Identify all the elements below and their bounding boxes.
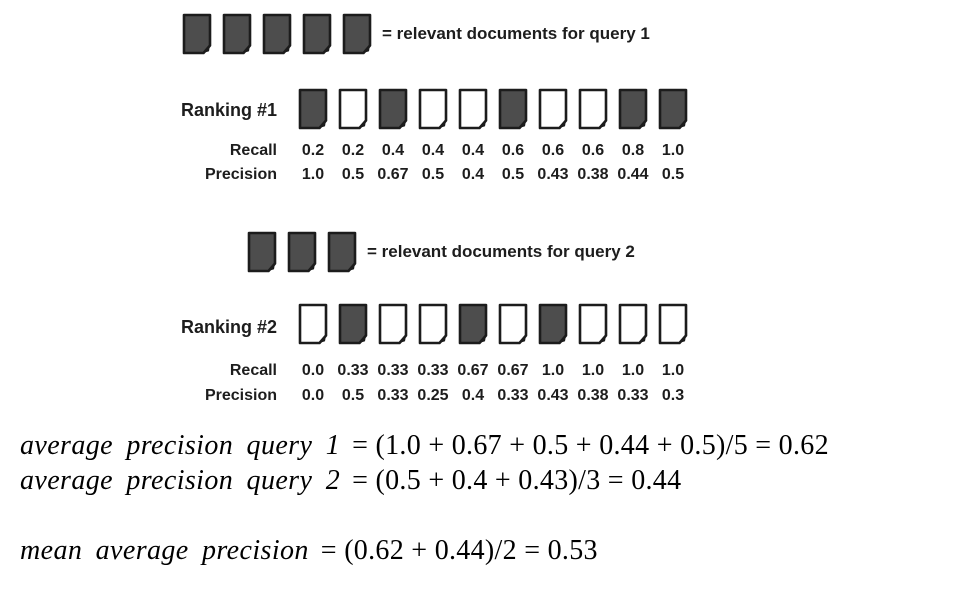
nonrelevant-document-icon [578,303,608,345]
precision-value: 0.4 [461,387,485,404]
recall-value: 0.6 [501,142,525,159]
precision-value: 0.3 [661,387,685,404]
precision-value: 1.0 [301,166,325,183]
equation2-lhs: average precision query 2 [20,465,341,496]
relevant-document-icon [342,13,372,55]
equation1-rhs: = (1.0 + 0.67 + 0.5 + 0.44 + 0.5)/5 = 0.… [352,430,829,461]
precision-value: 0.38 [577,166,609,183]
recall-value: 1.0 [661,142,685,159]
nonrelevant-document-icon [578,88,608,130]
precision-value: 0.43 [537,387,569,404]
relevant-document-icon [658,88,688,130]
relevant-document-icon [182,13,212,55]
legend-query2-doc-icons [247,231,357,273]
precision-value: 0.67 [377,166,409,183]
relevant-document-icon [327,231,357,273]
ranking2-doc-row [293,303,693,345]
recall-value: 0.2 [341,142,365,159]
recall-value: 0.4 [381,142,405,159]
precision-value: 0.33 [497,387,529,404]
recall-value: 1.0 [581,362,605,379]
legend-query1-doc-icons [182,13,372,55]
nonrelevant-document-icon [418,88,448,130]
relevant-document-icon [262,13,292,55]
precision-value: 0.33 [617,387,649,404]
nonrelevant-document-icon [458,88,488,130]
legend-query1: = relevant documents for query 1 [182,13,650,55]
equation3-lhs: mean average precision [20,535,309,566]
relevant-document-icon [618,88,648,130]
relevant-document-icon [338,303,368,345]
precision-value: 0.5 [341,387,365,404]
relevant-document-icon [378,88,408,130]
avg-precision-query2-equation: average precision query 2 = (0.5 + 0.4 + … [20,465,681,497]
recall-value: 0.6 [581,142,605,159]
relevant-document-icon [287,231,317,273]
precision-value: 0.5 [341,166,365,183]
recall-value: 0.33 [377,362,409,379]
relevant-document-icon [247,231,277,273]
ranking1-doc-row [293,88,693,130]
precision-value: 0.43 [537,166,569,183]
equation1-lhs: average precision query 1 [20,430,341,461]
ranking2-recall-row: Recall 0.0 0.33 0.33 0.33 0.67 0.67 1.0 1.0 1.0 1… [0,362,963,380]
ranking1-precision-values: 1.0 0.5 0.67 0.5 0.4 0.5 0.43 0.38 0.44 0.5 [293,166,693,184]
relevant-document-icon [538,303,568,345]
ranking2-precision-label: Precision [204,387,277,404]
precision-value: 0.5 [421,166,445,183]
nonrelevant-document-icon [538,88,568,130]
nonrelevant-document-icon [498,303,528,345]
precision-value: 0.5 [501,166,525,183]
recall-value: 0.4 [461,142,485,159]
relevant-document-icon [498,88,528,130]
recall-value: 0.33 [337,362,369,379]
precision-value: 0.44 [617,166,649,183]
nonrelevant-document-icon [338,88,368,130]
relevant-document-icon [222,13,252,55]
relevant-document-icon [298,88,328,130]
legend-query2-text: = relevant documents for query 2 [367,242,635,261]
recall-value: 0.67 [457,362,489,379]
precision-value: 0.4 [461,166,485,183]
nonrelevant-document-icon [378,303,408,345]
relevant-document-icon [302,13,332,55]
legend-query2: = relevant documents for query 2 [247,231,635,273]
equation2-rhs: = (0.5 + 0.4 + 0.43)/3 = 0.44 [352,465,682,496]
legend-query1-text: = relevant documents for query 1 [382,24,650,43]
ranking2-precision-values: 0.0 0.5 0.33 0.25 0.4 0.33 0.43 0.38 0.33 0.3 [293,387,693,405]
ranking1-recall-row: Recall 0.2 0.2 0.4 0.4 0.4 0.6 0.6 0.6 0.8 1.0 [0,142,963,160]
precision-value: 0.5 [661,166,685,183]
nonrelevant-document-icon [658,303,688,345]
ranking1-recall-values: 0.2 0.2 0.4 0.4 0.4 0.6 0.6 0.6 0.8 1.0 [293,142,693,160]
recall-value: 0.8 [621,142,645,159]
recall-value: 0.0 [301,362,325,379]
ranking1-label: Ranking #1 [180,100,277,120]
nonrelevant-document-icon [298,303,328,345]
precision-value: 0.25 [417,387,449,404]
recall-value: 0.4 [421,142,445,159]
equation3-rhs: = (0.62 + 0.44)/2 = 0.53 [320,535,598,566]
precision-value: 0.0 [301,387,325,404]
ranking2-recall-values: 0.0 0.33 0.33 0.33 0.67 0.67 1.0 1.0 1.0 1.0 [293,362,693,380]
recall-value: 1.0 [661,362,685,379]
nonrelevant-document-icon [418,303,448,345]
ranking1-precision-label: Precision [204,166,277,183]
ranking1-precision-row: Precision 1.0 0.5 0.67 0.5 0.4 0.5 0.43 0.38 0.4… [0,166,963,184]
recall-value: 0.2 [301,142,325,159]
precision-value: 0.38 [577,387,609,404]
recall-value: 1.0 [541,362,565,379]
ranking2-label: Ranking #2 [180,317,277,337]
precision-value: 0.33 [377,387,409,404]
relevant-document-icon [458,303,488,345]
avg-precision-query1-equation: average precision query 1 = (1.0 + 0.67 +… [20,430,829,462]
recall-value: 1.0 [621,362,645,379]
recall-value: 0.6 [541,142,565,159]
ranking1-recall-label: Recall [229,142,277,159]
recall-value: 0.33 [417,362,449,379]
ranking2-recall-label: Recall [229,362,277,379]
mean-avg-precision-equation: mean average precision = (0.62 + 0.44)/2 … [20,535,598,567]
recall-value: 0.67 [497,362,529,379]
nonrelevant-document-icon [618,303,648,345]
